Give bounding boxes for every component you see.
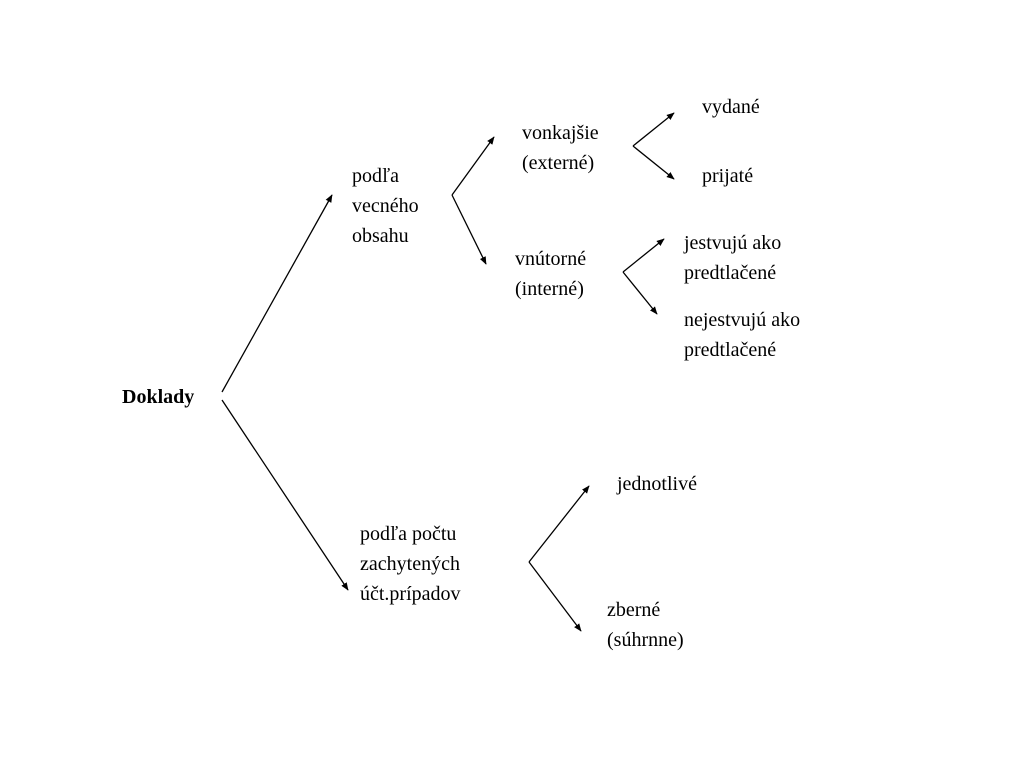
node-collective: zberné (súhrnne) <box>607 595 684 655</box>
node-internal: vnútorné (interné) <box>515 244 586 304</box>
root-node: Doklady <box>122 386 195 408</box>
node-preprinted-not-exist: nejestvujú ako predtlačené <box>684 305 800 365</box>
node-external: vonkajšie (externé) <box>522 118 599 178</box>
branch-by-count-line-3: účt.prípadov <box>360 583 461 605</box>
arrow-content-to-internal <box>451 194 487 265</box>
node-individual: jednotlivé <box>617 473 697 495</box>
branch-by-count-line-2: zachytených <box>360 553 460 575</box>
arrow-root-to-count <box>221 399 349 591</box>
arrow-content-to-external <box>451 136 495 196</box>
node-preprinted-not-exist-line-2: predtlačené <box>684 339 777 361</box>
branch-by-content: podľa vecného obsahu <box>352 161 419 251</box>
branch-by-count-line-1: podľa počtu <box>360 523 457 545</box>
branch-by-content-line-3: obsahu <box>352 225 409 247</box>
node-received: prijaté <box>702 165 754 187</box>
node-collective-line-1: zberné <box>607 599 661 621</box>
node-external-line-2: (externé) <box>522 152 595 174</box>
arrow-root-to-content <box>221 194 333 393</box>
arrow-count-to-individual <box>528 485 590 563</box>
node-preprinted-exist: jestvujú ako predtlačené <box>684 228 781 288</box>
arrow-internal-to-preprinted <box>622 238 665 273</box>
branch-by-count: podľa počtu zachytených účt.prípadov <box>360 519 461 609</box>
node-issued: vydané <box>702 96 760 118</box>
arrow-internal-to-not-preprinted <box>622 271 658 315</box>
arrow-external-to-issued <box>632 112 675 147</box>
node-collective-line-2: (súhrnne) <box>607 629 684 651</box>
branch-by-content-line-1: podľa <box>352 165 400 187</box>
arrow-count-to-collective <box>528 561 582 632</box>
node-preprinted-not-exist-line-1: nejestvujú ako <box>684 309 801 331</box>
node-external-line-1: vonkajšie <box>522 122 599 144</box>
node-internal-line-1: vnútorné <box>515 248 587 270</box>
branch-by-content-line-2: vecného <box>352 195 419 217</box>
node-preprinted-exist-line-1: jestvujú ako <box>684 232 782 254</box>
node-internal-line-2: (interné) <box>515 278 584 300</box>
arrow-external-to-received <box>632 145 675 180</box>
node-preprinted-exist-line-2: predtlačené <box>684 262 777 284</box>
